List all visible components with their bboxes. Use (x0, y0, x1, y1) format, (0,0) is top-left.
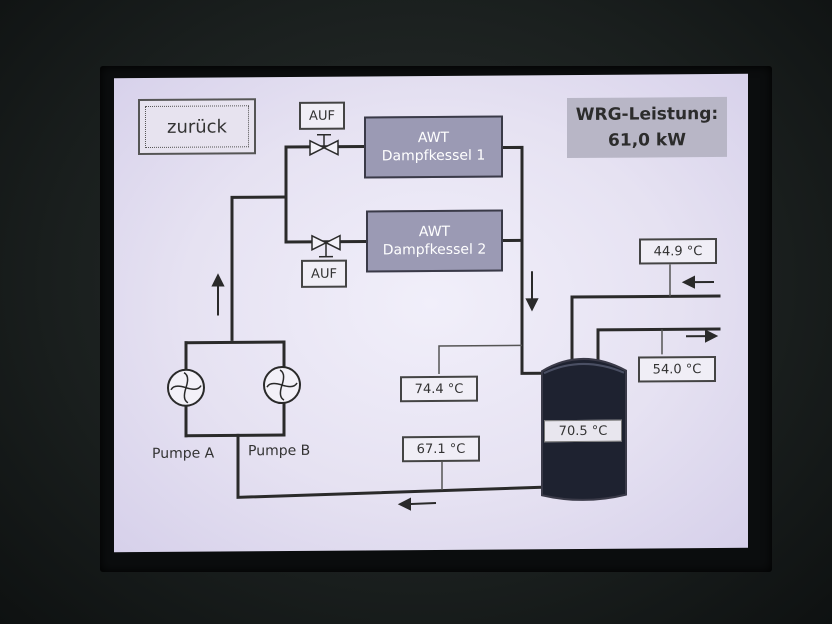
exchanger-2-title: AWT (418, 223, 451, 241)
exchanger-1[interactable]: AWT Dampfkessel 1 (364, 115, 503, 179)
pipe-to-awt2 (284, 239, 368, 244)
temp-inlet-right: 44.9 °C (639, 238, 717, 265)
valve-1-status: AUF (299, 101, 345, 130)
arrow-left-icon (397, 497, 437, 511)
arrow-right-icon (686, 329, 719, 343)
valve-icon (311, 234, 341, 258)
exchanger-2[interactable]: AWT Dampfkessel 2 (366, 209, 503, 273)
exchanger-2-name: Dampfkessel 2 (382, 241, 487, 259)
heat-recovery-value: 61,0 kW (608, 130, 686, 151)
pipe-inlet-right (570, 294, 721, 367)
pipe-riser (230, 195, 288, 341)
exchanger-1-title: AWT (417, 129, 450, 147)
heat-recovery-label: WRG-Leistung: (575, 103, 719, 125)
pipe-return (236, 433, 546, 499)
temp-outlet-right: 54.0 °C (638, 356, 716, 383)
fan-icon (167, 368, 205, 407)
arrow-up-icon (211, 273, 225, 316)
pump-b-label: Pumpe B (248, 442, 311, 460)
valve-2-status: AUF (301, 259, 347, 288)
temp-supply: 74.4 °C (400, 375, 478, 403)
fan-icon (263, 366, 301, 405)
temp-tank: 70.5 °C (544, 419, 622, 443)
arrow-left-icon (681, 275, 714, 289)
pump-a-label: Pumpe A (152, 445, 215, 462)
pipe-pump-top (184, 340, 286, 345)
temp-return: 67.1 °C (402, 435, 480, 463)
pipe-pump-bottom (184, 433, 286, 438)
exchanger-1-name: Dampfkessel 1 (381, 147, 486, 165)
arrow-down-icon (525, 271, 539, 312)
pipe-outlet-right (596, 327, 721, 367)
valve-icon (309, 133, 339, 157)
pipe-awt1-out (500, 145, 544, 375)
back-button-label: zurück (145, 105, 249, 148)
back-button[interactable]: zurück (138, 98, 256, 156)
heat-recovery-power: WRG-Leistung: 61,0 kW (567, 96, 727, 159)
hmi-screen: zurück AUF AUF AWT Dampfkessel 1 AWT Dam… (114, 73, 748, 553)
